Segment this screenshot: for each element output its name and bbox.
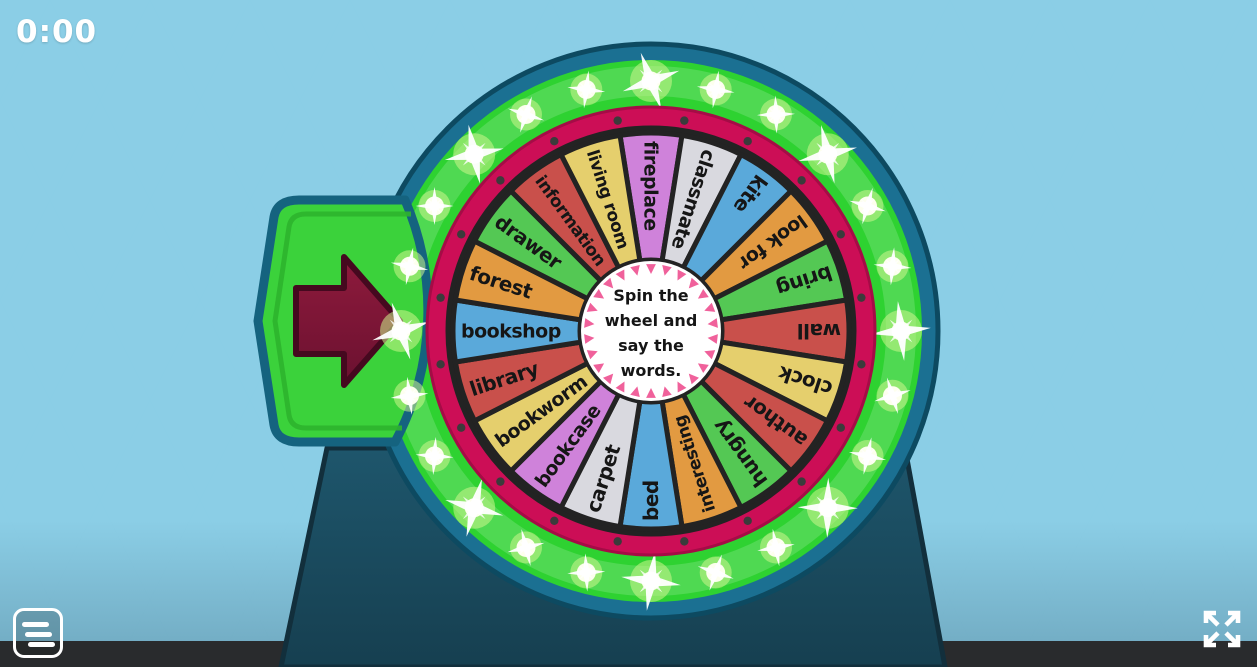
timer: 0:00 [16, 14, 98, 50]
pointer-housing [253, 195, 433, 447]
fullscreen-button[interactable] [1198, 605, 1246, 653]
wheel-segment-label: bed [639, 480, 663, 521]
pointer-arrow-icon [293, 254, 403, 388]
wheel-segment-label: wall [797, 319, 841, 343]
fullscreen-icon [1203, 610, 1241, 648]
wheel-segment-label: fireplace [639, 141, 661, 231]
hamburger-menu-icon [16, 622, 60, 647]
wheel-segment[interactable] [558, 132, 643, 271]
wheel-lights [372, 52, 931, 611]
wheel-segment-label: bookshop [461, 321, 561, 343]
wheel-hub [581, 261, 721, 401]
menu-button[interactable] [13, 608, 63, 658]
